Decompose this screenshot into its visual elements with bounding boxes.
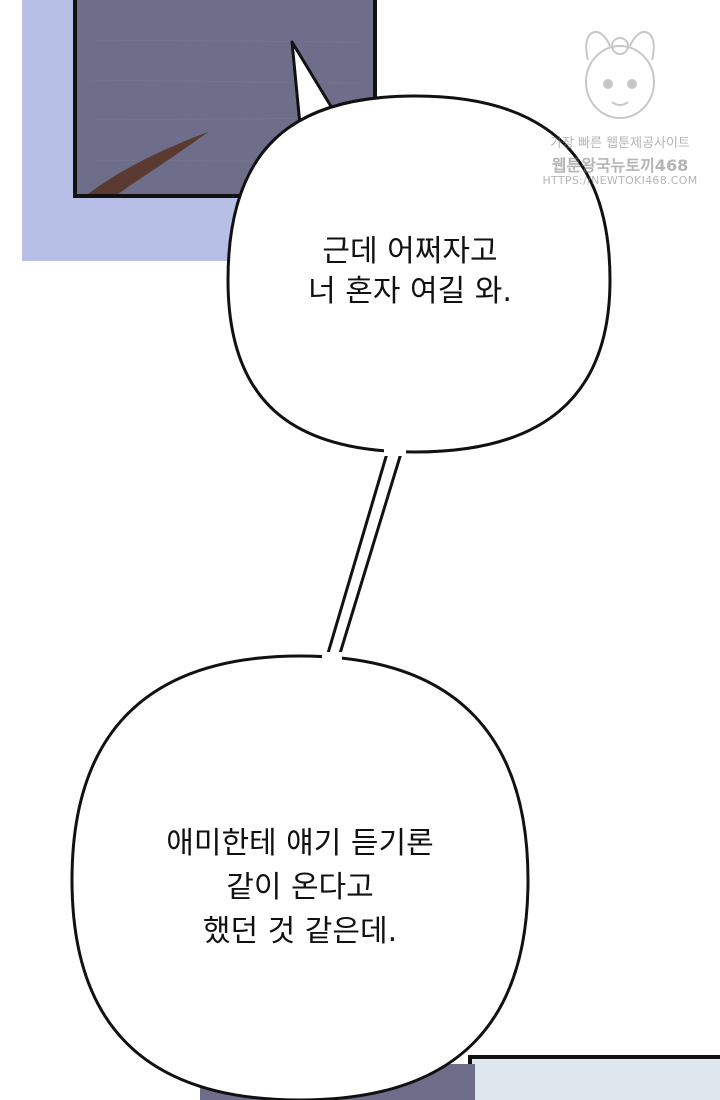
watermark-url: HTTPS://NEWTOKI468.COM <box>542 174 698 187</box>
bubble-1-line-1: 근데 어쩌자고 <box>322 234 498 269</box>
site-watermark: 가장 빠른 웹툰제공사이트 웹툰왕국뉴토끼468 HTTPS://NEWTOKI… <box>540 20 700 200</box>
bubble-1-tail-join <box>300 110 340 140</box>
bubble-2-line-1: 애미한테 얘기 듣기론 <box>166 826 434 861</box>
mascot-logo-icon <box>585 31 655 119</box>
watermark-line-1: 가장 빠른 웹툰제공사이트 <box>550 136 690 151</box>
watermark-line-2: 웹툰왕국뉴토끼468 <box>551 156 689 175</box>
bubble-1-dialogue: 근데 어쩌자고 너 혼자 여길 와. <box>250 232 570 312</box>
bubble-connector <box>324 448 404 662</box>
connector-join-top <box>384 438 406 456</box>
connector-join-bottom <box>322 652 342 666</box>
bubble-2-dialogue: 애미한테 얘기 듣기론 같이 온다고 했던 것 같은데. <box>95 822 505 954</box>
bubble-1-line-2: 너 혼자 여길 와. <box>308 274 512 309</box>
speech-bubble-1 <box>226 94 612 454</box>
bubble-2-line-3: 했던 것 같은데. <box>202 914 398 949</box>
bubble-2-line-2: 같이 온다고 <box>226 870 374 905</box>
grass-blade <box>88 132 208 194</box>
bottom-panel <box>468 1055 720 1100</box>
panel-texture <box>84 39 361 163</box>
speech-bubble-2 <box>70 654 530 1100</box>
